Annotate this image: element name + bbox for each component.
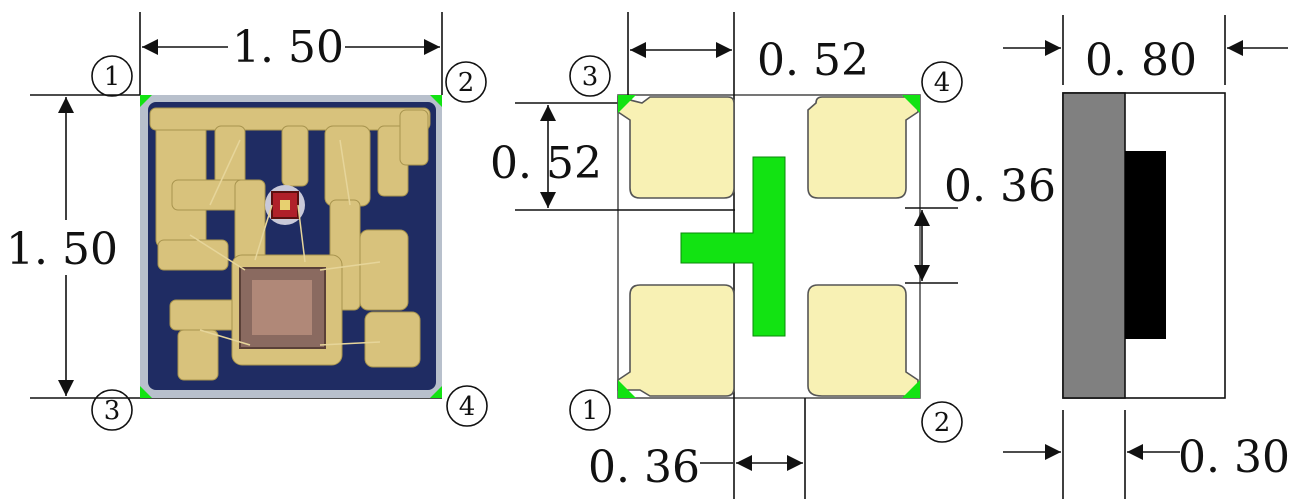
corner-mark [618, 95, 636, 113]
pin-marker: 1 [569, 389, 611, 431]
pin-marker: 3 [569, 55, 611, 97]
pad-4 [807, 96, 919, 199]
pin-number: 1 [582, 396, 599, 426]
pin-number: 3 [104, 396, 121, 426]
footprint-left-height-label: 0. 52 [490, 138, 602, 189]
side-view: 0. 80 0. 30 [1003, 15, 1290, 499]
side-die [1125, 151, 1166, 339]
pin-marker: 4 [921, 61, 963, 103]
photo-height-label: 1. 50 [6, 224, 118, 275]
side-width-label: 0. 80 [1085, 35, 1197, 86]
led-package-photo [140, 95, 442, 398]
photo-view: 1. 50 1. 50 [6, 12, 488, 431]
pin-number: 4 [934, 68, 951, 98]
footprint-top-width-label: 0. 52 [757, 35, 869, 86]
pin-number: 4 [459, 392, 476, 422]
footprint-bottom-gap-label: 0. 36 [588, 442, 700, 493]
pin-number: 2 [458, 68, 475, 98]
corner-mark [902, 95, 920, 113]
pin-marker: 2 [921, 401, 963, 443]
pin-marker: 1 [91, 55, 133, 97]
thermal-pad [680, 156, 786, 337]
side-substrate [1062, 92, 1126, 399]
corner-mark [902, 380, 920, 398]
pad-1 [617, 284, 735, 397]
footprint-view: 0. 52 0. 52 0. 36 0. 36 3 4 1 2 [490, 12, 1056, 499]
pin-number: 1 [104, 62, 121, 92]
pin-marker: 2 [445, 61, 487, 103]
pin-marker: 3 [91, 389, 133, 431]
side-lower-width-label: 0. 30 [1178, 432, 1290, 483]
pin-marker: 4 [446, 385, 488, 427]
pin-number: 3 [582, 62, 599, 92]
pin-number: 2 [934, 408, 951, 438]
pad-2 [807, 284, 919, 397]
photo-width-label: 1. 50 [232, 22, 344, 73]
pad-3 [617, 95, 735, 199]
footprint-right-gap-label: 0. 36 [944, 161, 1056, 212]
corner-mark [618, 380, 636, 398]
